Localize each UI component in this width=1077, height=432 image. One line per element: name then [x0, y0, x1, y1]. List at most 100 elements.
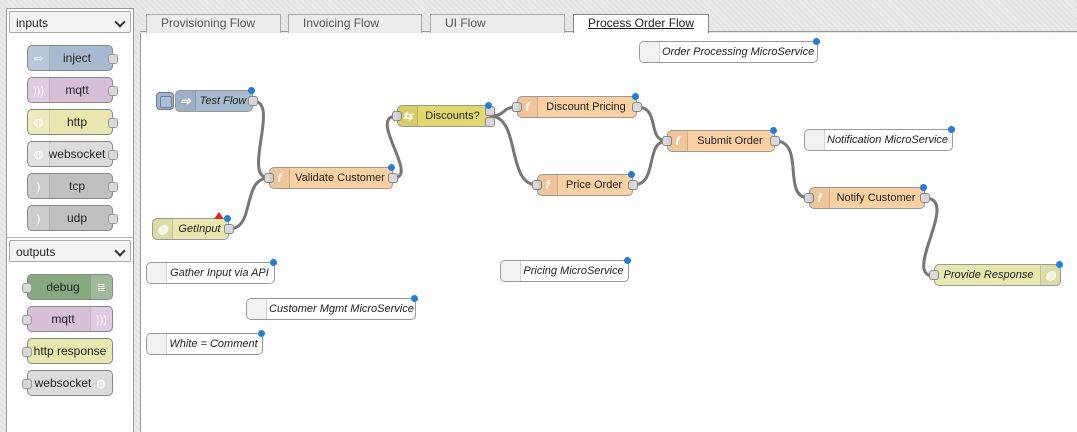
workspace: Provisioning Flow Invoicing Flow UI Flow…	[140, 8, 1077, 432]
palette-node-mqtt-out[interactable]: mqtt )))	[22, 306, 113, 332]
changed-indicator	[248, 87, 255, 94]
palette-node-label: mqtt	[51, 312, 75, 326]
output-port	[108, 214, 118, 224]
function-icon: f	[538, 175, 558, 195]
tab-process-order-flow[interactable]: Process Order Flow	[573, 14, 709, 34]
palette-node-udp-in[interactable]: ) udp	[27, 205, 118, 231]
flow-node-discounts[interactable]: ⇆ Discounts?	[392, 102, 495, 127]
output-port[interactable]	[224, 224, 234, 234]
node-label: GetInput	[178, 223, 221, 235]
changed-indicator	[485, 102, 492, 109]
palette-category-outputs[interactable]: outputs	[9, 240, 131, 262]
comment-customer-mgmt[interactable]: Customer Mgmt MicroService	[246, 295, 418, 320]
output-port-2[interactable]	[485, 117, 495, 127]
warning-triangle-icon	[214, 212, 224, 219]
node-label: Price Order	[565, 179, 623, 191]
comment-gather-input[interactable]: Gather Input via API	[146, 259, 277, 284]
flow-node-provide-response[interactable]: Provide Response ◍	[929, 261, 1063, 286]
output-port	[108, 150, 118, 160]
chevron-down-icon	[114, 16, 126, 28]
palette-node-label: websocket	[48, 147, 106, 161]
palette-node-label: http	[66, 115, 87, 129]
input-port[interactable]	[804, 193, 814, 203]
comment-label: Pricing MicroService	[523, 265, 624, 277]
palette-node-tcp-in[interactable]: ) tcp	[27, 173, 118, 199]
comment-icon	[805, 130, 825, 150]
wires-layer	[228, 99, 939, 278]
palette-node-label: http response	[33, 344, 107, 358]
input-port[interactable]	[264, 173, 274, 183]
flow-tabs: Provisioning Flow Invoicing Flow UI Flow…	[140, 8, 1077, 34]
input-port[interactable]	[662, 136, 672, 146]
palette-node-websocket-out[interactable]: websocket ◍	[22, 370, 113, 396]
flow-node-test-flow[interactable]: ⇨ Test Flow	[156, 87, 258, 112]
function-icon: f	[810, 188, 830, 208]
input-port	[22, 315, 32, 325]
changed-indicator	[258, 330, 265, 337]
tab-invoicing-flow[interactable]: Invoicing Flow	[288, 14, 422, 33]
palette-node-debug[interactable]: debug ≣	[22, 274, 113, 300]
bridge-icon: )	[28, 206, 50, 230]
flow-node-validate-customer[interactable]: f Validate Customer	[264, 164, 398, 189]
comment-notification[interactable]: Notification MicroService	[804, 126, 955, 151]
input-port[interactable]	[532, 180, 542, 190]
output-port[interactable]	[388, 173, 398, 183]
changed-indicator	[411, 295, 418, 302]
changed-indicator	[388, 164, 395, 171]
flow-node-price-order[interactable]: f Price Order	[532, 171, 638, 196]
palette-node-http-in[interactable]: ◍ http	[27, 109, 118, 135]
comment-label: White = Comment	[169, 338, 258, 350]
palette-category-inputs[interactable]: inputs	[9, 11, 131, 33]
input-port[interactable]	[929, 270, 939, 280]
palette-node-mqtt-in[interactable]: ))) mqtt	[27, 77, 118, 103]
tab-ui-flow[interactable]: UI Flow	[430, 14, 565, 33]
palette-node-http-response[interactable]: http response	[22, 338, 113, 364]
output-port[interactable]	[628, 180, 638, 190]
changed-indicator	[1056, 261, 1063, 268]
output-port[interactable]	[770, 136, 780, 146]
output-port	[108, 182, 118, 192]
arrow-icon: ⇨	[28, 46, 50, 70]
node-palette: inputs ⇨ inject ))) mqtt ◍ http ◍ websoc…	[6, 8, 134, 432]
flow-node-notify-customer[interactable]: f Notify Customer	[804, 184, 930, 209]
comment-order-processing[interactable]: Order Processing MicroService	[639, 38, 820, 63]
debug-icon: ≣	[90, 275, 112, 299]
category-label: inputs	[16, 16, 49, 30]
outputs-node-list: debug ≣ mqtt ))) http response websocket…	[7, 264, 133, 402]
input-port[interactable]	[512, 102, 522, 112]
flow-node-get-input[interactable]: ◍ GetInput	[152, 212, 234, 240]
comment-pricing[interactable]: Pricing MicroService	[500, 257, 631, 282]
node-label: Submit Order	[697, 135, 763, 147]
comment-label: Notification MicroService	[827, 134, 949, 146]
comment-label: Customer Mgmt MicroService	[269, 303, 414, 315]
output-port[interactable]	[920, 193, 930, 203]
comment-label: Gather Input via API	[170, 267, 269, 279]
inject-trigger-button[interactable]	[156, 92, 174, 110]
arrow-icon: ⇨	[176, 91, 196, 111]
category-label: outputs	[16, 245, 56, 259]
output-port	[108, 86, 118, 96]
flow-node-discount-pricing[interactable]: f Discount Pricing	[512, 93, 642, 118]
input-port[interactable]	[392, 111, 402, 121]
node-label: Provide Response	[943, 269, 1034, 281]
output-port	[108, 118, 118, 128]
palette-node-label: inject	[62, 51, 91, 65]
node-label: Notify Customer	[836, 192, 916, 204]
comment-white-comment[interactable]: White = Comment	[146, 330, 265, 355]
flow-canvas[interactable]: ⇨ Test Flow ◍ GetInput f Validate Custom…	[140, 33, 1077, 432]
palette-node-websocket-in[interactable]: ◍ websocket	[27, 141, 118, 167]
bridge-icon: )	[28, 174, 50, 198]
palette-node-label: udp	[66, 211, 88, 225]
comment-label: Order Processing MicroService	[662, 46, 815, 58]
wire	[922, 196, 939, 278]
node-label: Discount Pricing	[546, 101, 626, 113]
output-port[interactable]	[632, 102, 642, 112]
palette-node-label: debug	[46, 280, 80, 294]
socket-icon: ◍	[28, 142, 50, 166]
flow-node-submit-order[interactable]: f Submit Order	[662, 127, 780, 152]
output-port[interactable]	[248, 96, 258, 106]
function-icon: f	[668, 131, 688, 151]
palette-node-inject[interactable]: ⇨ inject	[27, 45, 118, 71]
tab-provisioning-flow[interactable]: Provisioning Flow	[146, 14, 281, 33]
switch-icon: ⇆	[398, 106, 418, 126]
